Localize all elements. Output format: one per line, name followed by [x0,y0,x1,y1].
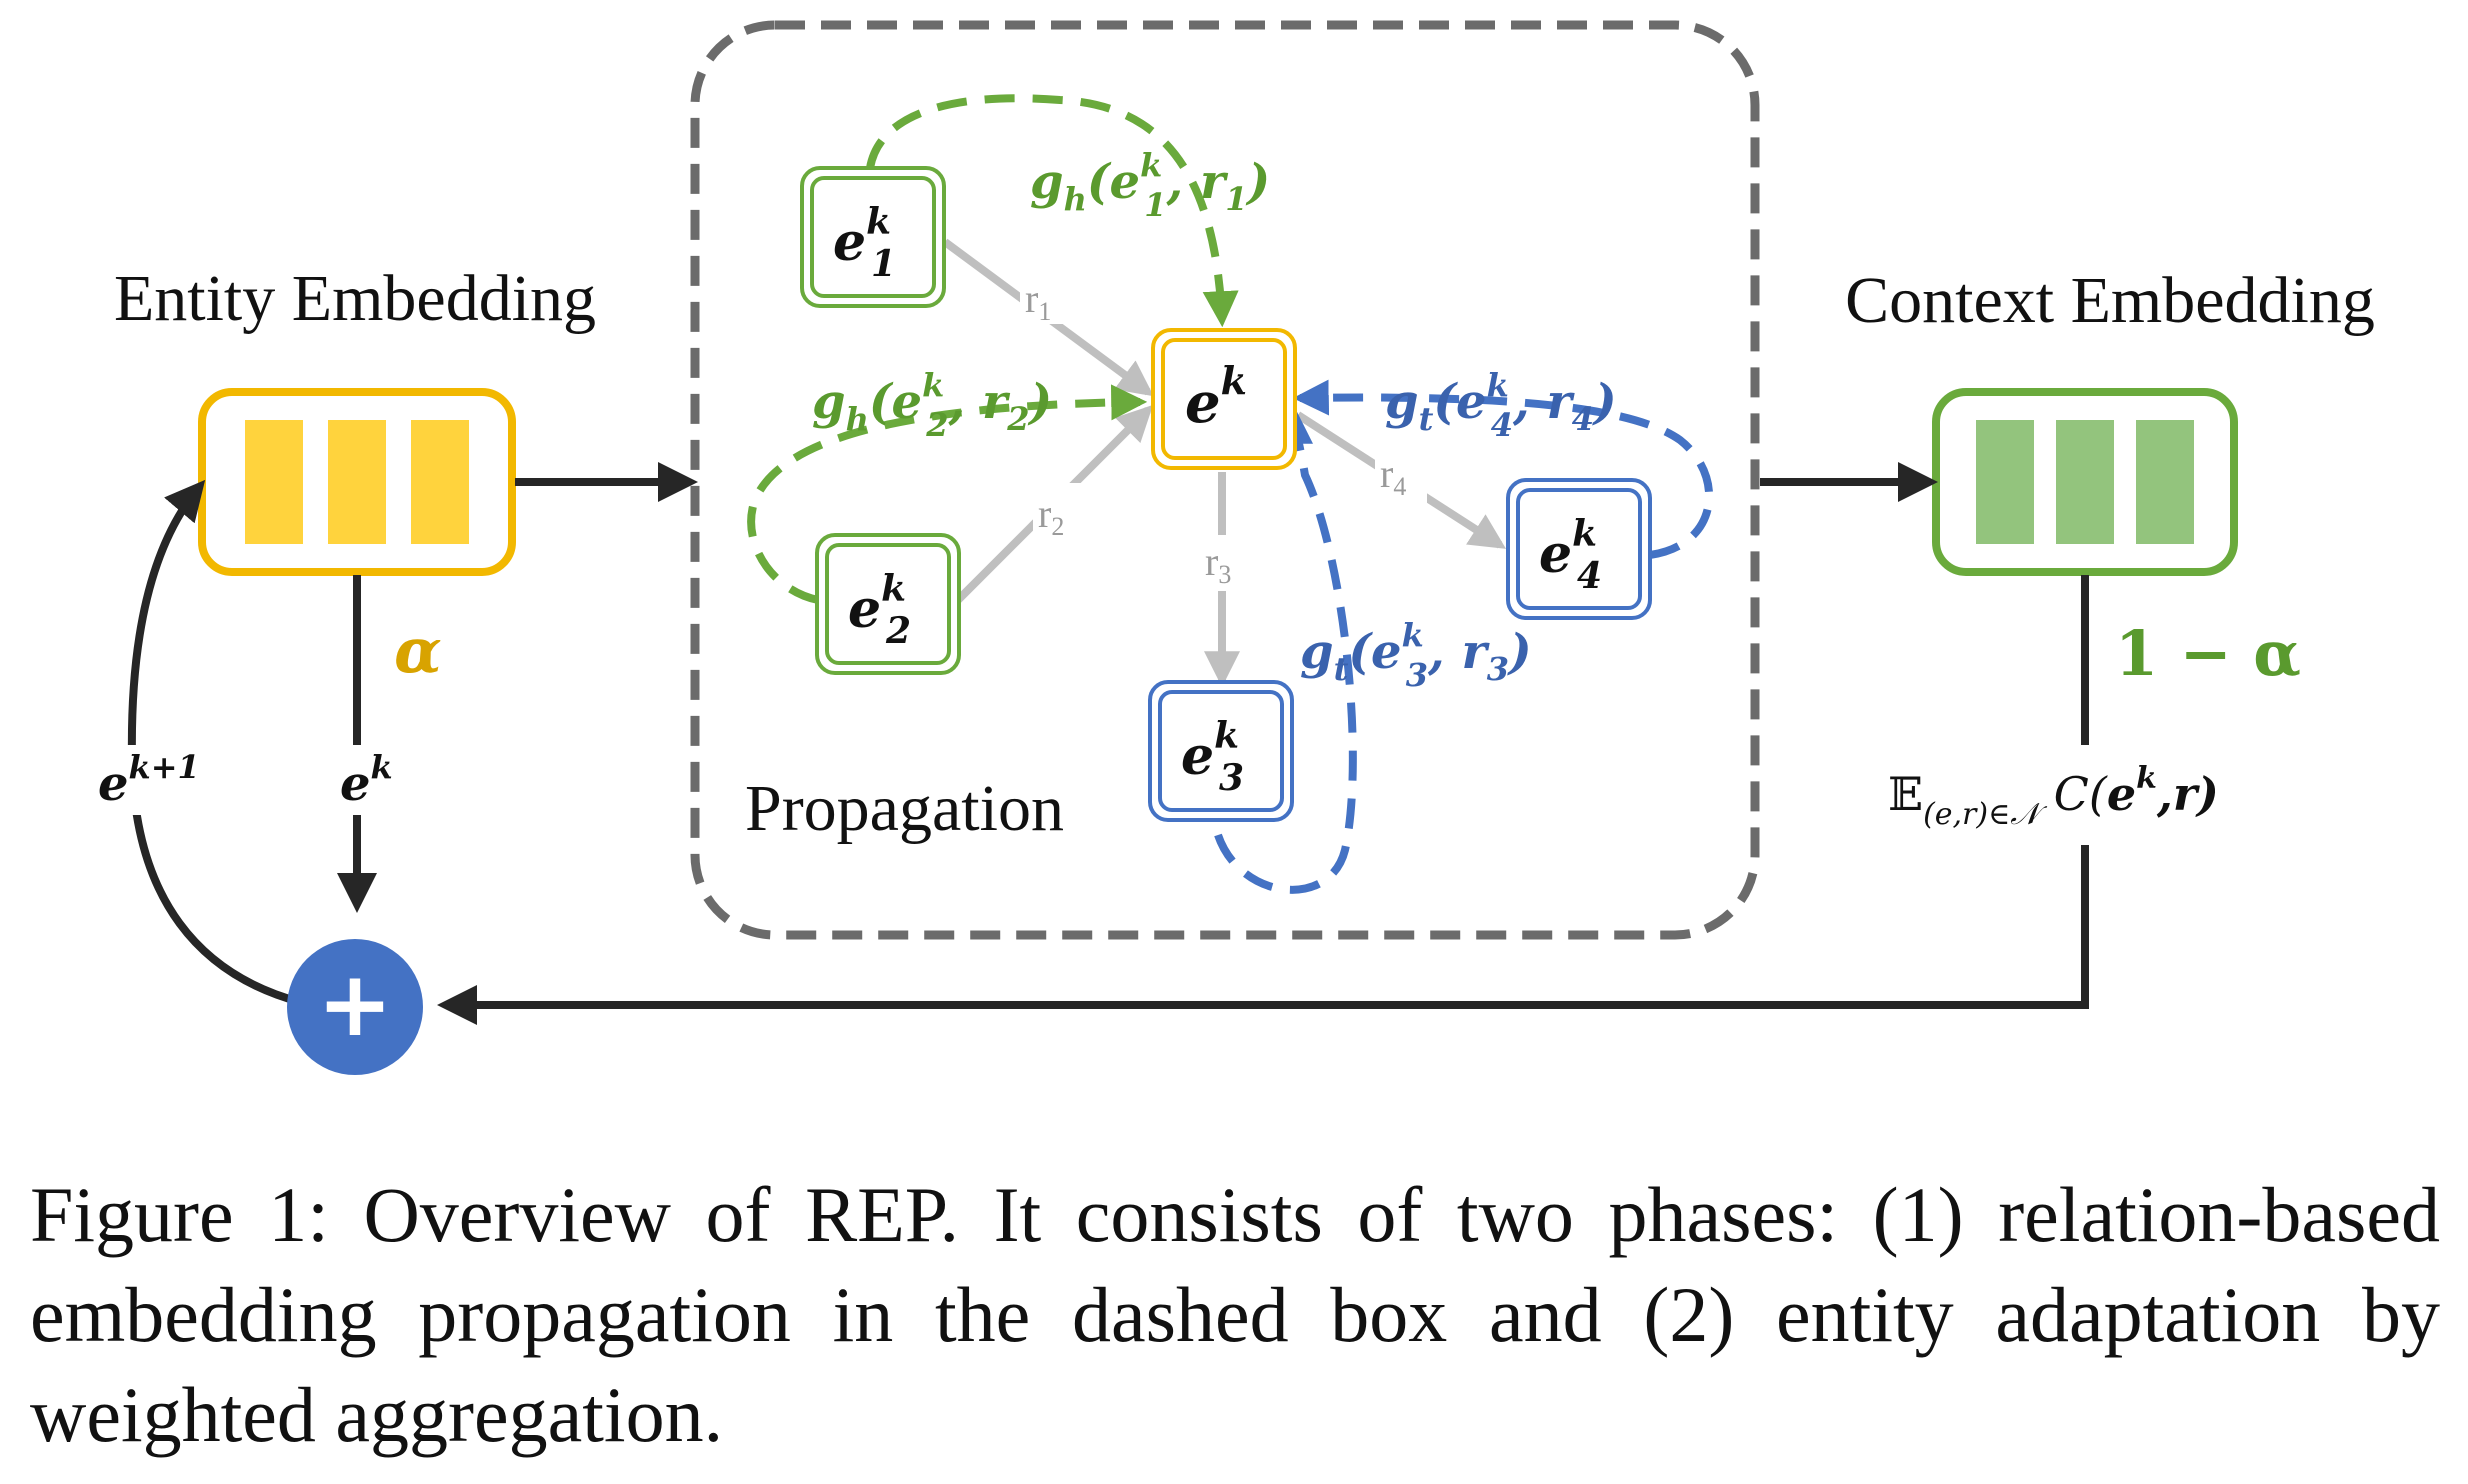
context-embedding-title: Context Embedding [1845,264,2375,337]
propagation-dashed-box [690,20,1760,940]
context-expectation-formula: 𝔼(e,r)∈𝒩 C(ek,r) [1880,745,2290,845]
context-embedding-vector [1932,388,2238,576]
svg-text:ek4: ek4 [1539,513,1602,597]
svg-text:ek: ek [1185,358,1247,436]
gh1-dashed-path [866,94,1239,328]
gh2-dashed-path [747,384,1148,604]
svg-text:ek1: ek1 [833,201,896,285]
svg-text:ek2: ek2 [848,568,911,652]
svg-text:ek+1: ek+1 [98,748,200,812]
svg-text:𝔼(e,r)∈𝒩 C(ek,r): 𝔼(e,r)∈𝒩 C(ek,r) [1888,761,2219,832]
propagation-label: Propagation [745,772,1064,845]
ek-plus-one-label: ek+1 [85,745,215,815]
node-center-ek: ek [1151,328,1297,470]
arrow-context-to-plus-lower [437,845,2089,1025]
alpha-label: α [394,614,442,687]
gt4-dashed-path [1292,379,1714,559]
relation-label-r4: r4 [1380,451,1406,501]
rep-overview-diagram: Entity Embedding Context Embedding + α 1… [85,20,2375,1075]
relation-label-r2: r2 [1038,491,1064,541]
figure-caption: Figure 1: Overview of REP. It consists o… [30,1171,2440,1458]
svg-text:ek3: ek3 [1181,715,1244,799]
relation-label-r3: r3 [1205,539,1231,589]
ek-down-label: ek [318,745,398,815]
relation-label-r1: r1 [1025,276,1051,326]
svg-text:ek: ek [340,748,393,812]
aggregation-plus-node: + [287,939,423,1075]
one-minus-alpha-label: 1 − α [2115,617,2301,690]
entity-embedding-title: Entity Embedding [114,262,596,335]
svg-text:+: + [317,952,392,1057]
entity-embedding-vector [198,388,516,576]
